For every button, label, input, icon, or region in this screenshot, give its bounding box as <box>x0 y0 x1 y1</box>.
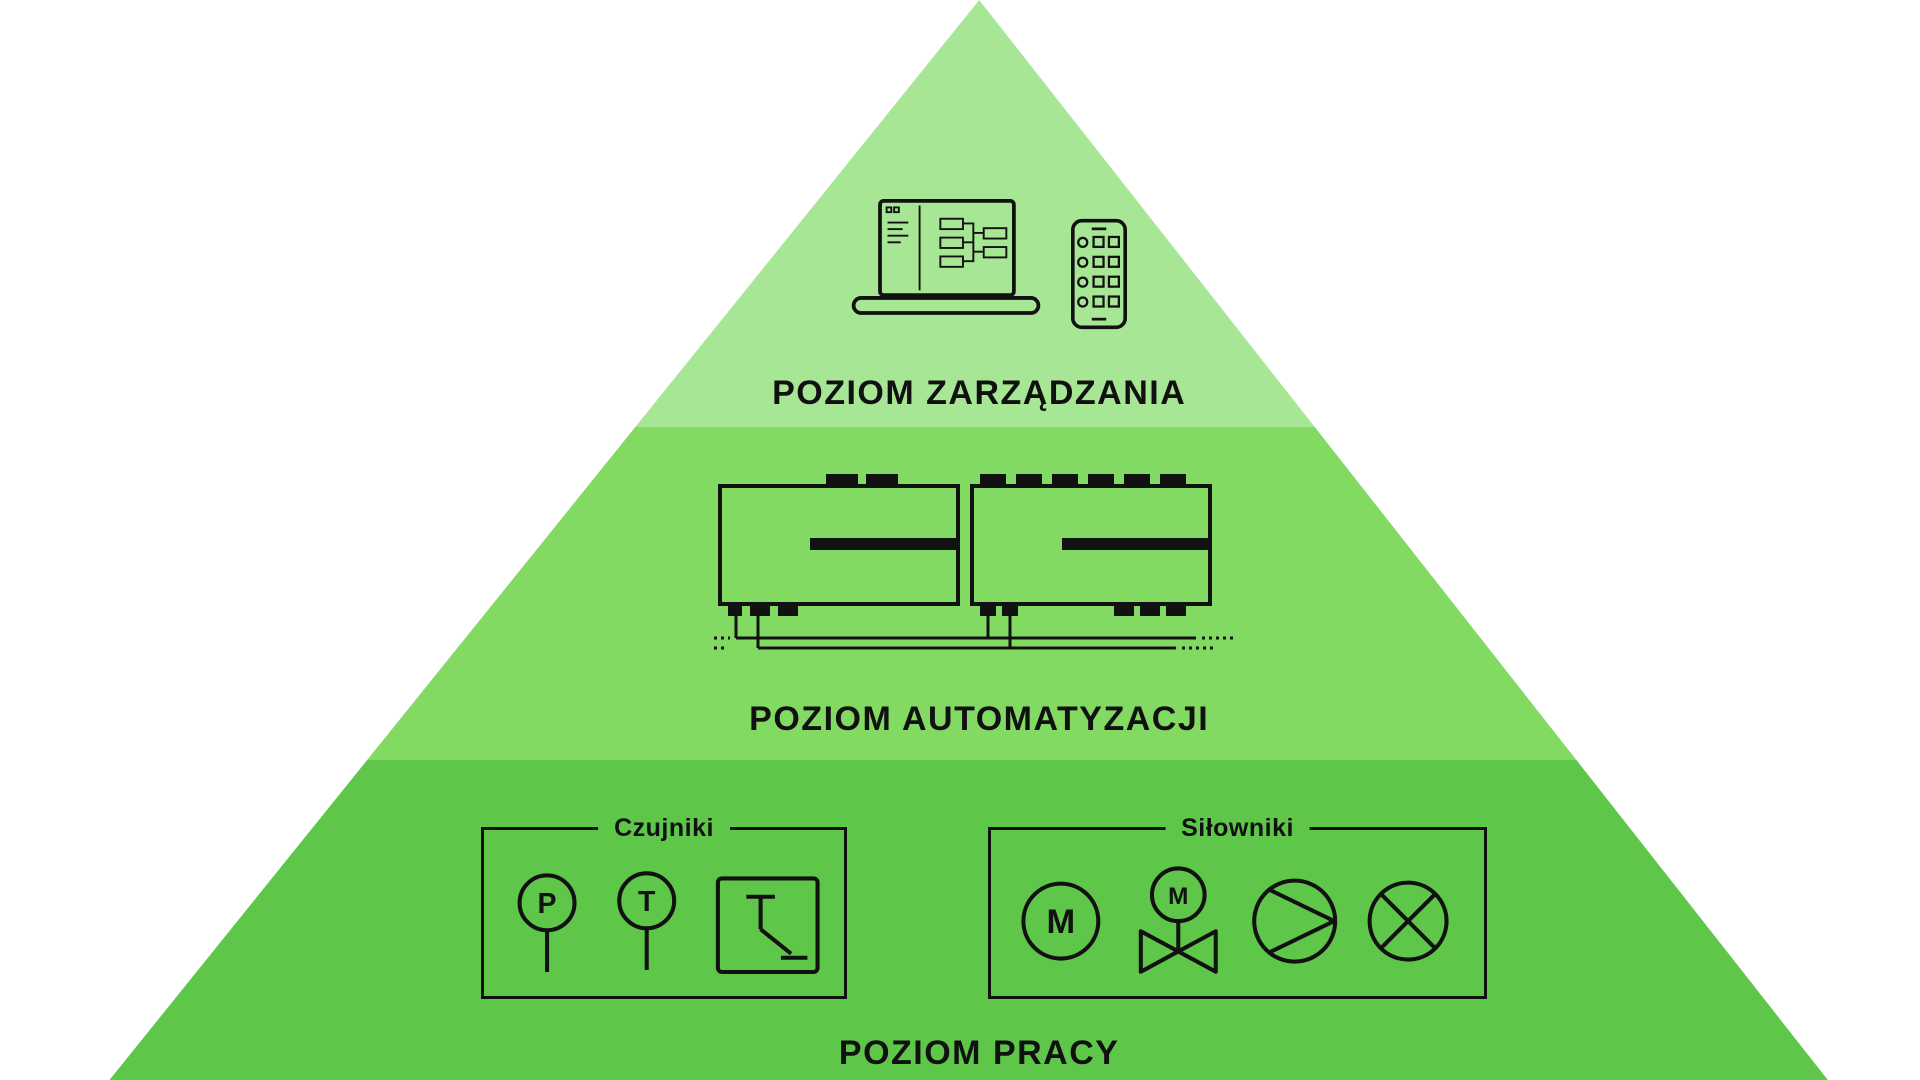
lamp-icon <box>1367 880 1449 962</box>
sensors-box-label: Czujniki <box>598 813 730 843</box>
motor-valve-icon: M <box>1138 866 1218 974</box>
work-level-label: POZIOM PRACY <box>838 1034 1120 1072</box>
actuators-icons: M M <box>1021 866 1449 974</box>
sensors-icons: P T <box>517 871 820 975</box>
switch-sensor-icon <box>715 876 820 975</box>
actuators-box-label: Siłowniki <box>1165 813 1310 843</box>
band-work <box>109 760 1828 1080</box>
temperature-sensor-icon: T <box>617 871 677 970</box>
temperature-sensor-letter: T <box>638 886 656 918</box>
sensors-box: Czujniki P T <box>481 813 847 999</box>
management-icons <box>846 198 1128 330</box>
pressure-sensor-icon: P <box>517 873 577 972</box>
motor-letter: M <box>1047 903 1076 941</box>
automation-level-label: POZIOM AUTOMATYZACJI <box>749 700 1210 738</box>
pressure-sensor-letter: P <box>538 888 557 920</box>
plc-controllers-icon <box>714 474 1234 650</box>
motor-icon: M <box>1021 881 1101 961</box>
management-level-label: POZIOM ZARZĄDZANIA <box>772 374 1187 412</box>
pump-icon <box>1252 878 1338 964</box>
laptop-icon <box>851 198 1041 315</box>
smartphone-icon <box>1071 218 1127 330</box>
motor-valve-letter: M <box>1168 883 1188 910</box>
actuators-box: Siłowniki M M <box>988 813 1487 999</box>
